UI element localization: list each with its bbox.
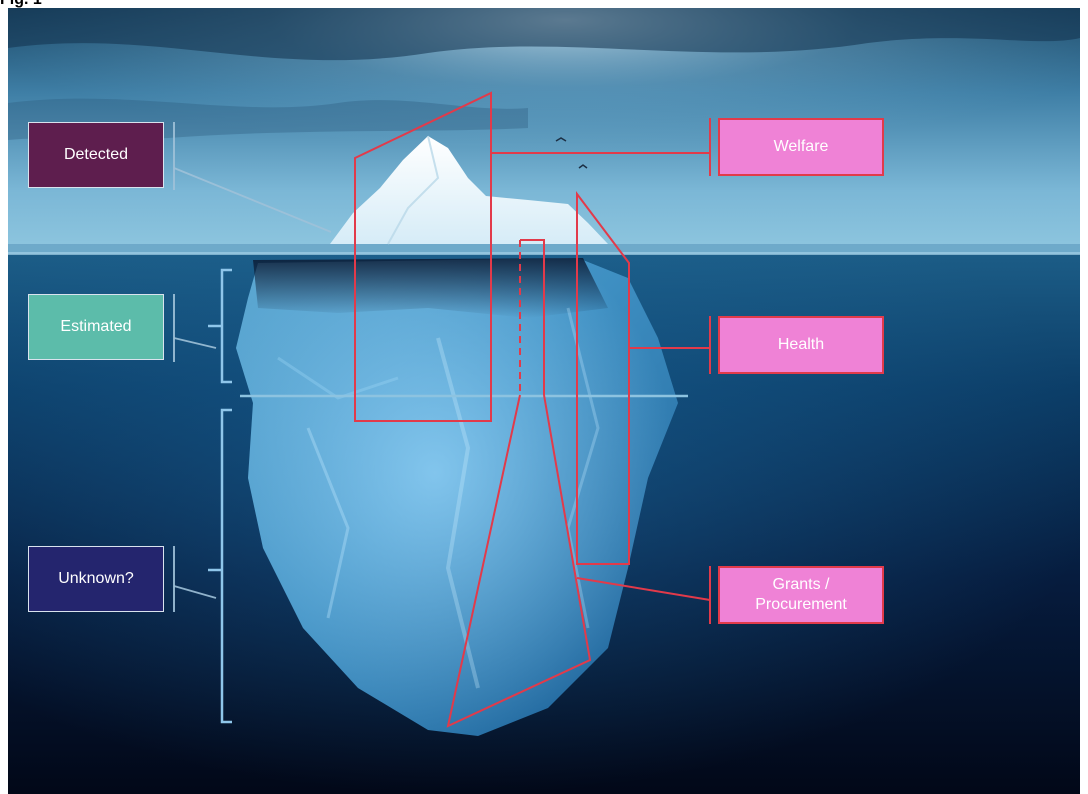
welfare-label-box: Welfare: [718, 118, 884, 176]
health-label: Health: [778, 335, 824, 355]
detected-label: Detected: [64, 145, 128, 165]
welfare-label: Welfare: [774, 137, 829, 157]
iceberg-diagram: Detected Estimated Unknown? Welfare Heal…: [8, 8, 1080, 794]
health-label-box: Health: [718, 316, 884, 374]
iceberg-illustration: [8, 8, 1080, 794]
grants-label-box: Grants / Procurement: [718, 566, 884, 624]
estimated-label: Estimated: [60, 317, 131, 337]
unknown-label-box: Unknown?: [28, 546, 164, 612]
estimated-label-box: Estimated: [28, 294, 164, 360]
unknown-label: Unknown?: [58, 569, 134, 589]
grants-label: Grants / Procurement: [744, 575, 858, 615]
detected-label-box: Detected: [28, 122, 164, 188]
